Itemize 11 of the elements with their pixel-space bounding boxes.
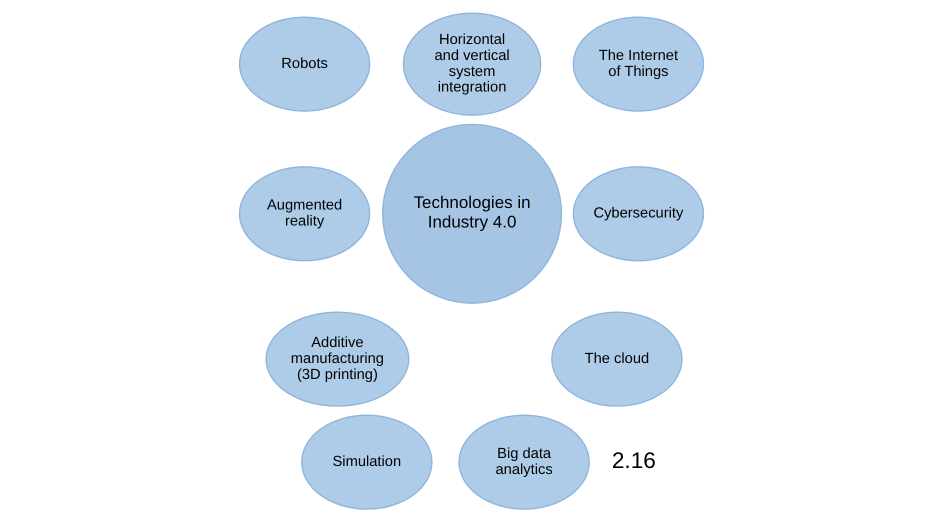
node-ellipse: Additive manufacturing (3D printing) (265, 312, 410, 407)
node-ellipse: The Internet of Things (572, 16, 704, 112)
node-ellipse: Robots (238, 16, 370, 112)
node-ellipse: Big data analytics (458, 414, 590, 510)
node-ellipse: The cloud (551, 312, 683, 407)
node-ellipse: Cybersecurity (572, 166, 704, 262)
node-ellipse: Horizontal and vertical system integration (402, 12, 542, 116)
label: 2.16 (612, 448, 656, 473)
node-circle: Technologies in Industry 4.0 (382, 124, 562, 304)
node-ellipse: Simulation (301, 414, 433, 510)
node-ellipse: Augmented reality (238, 166, 370, 262)
